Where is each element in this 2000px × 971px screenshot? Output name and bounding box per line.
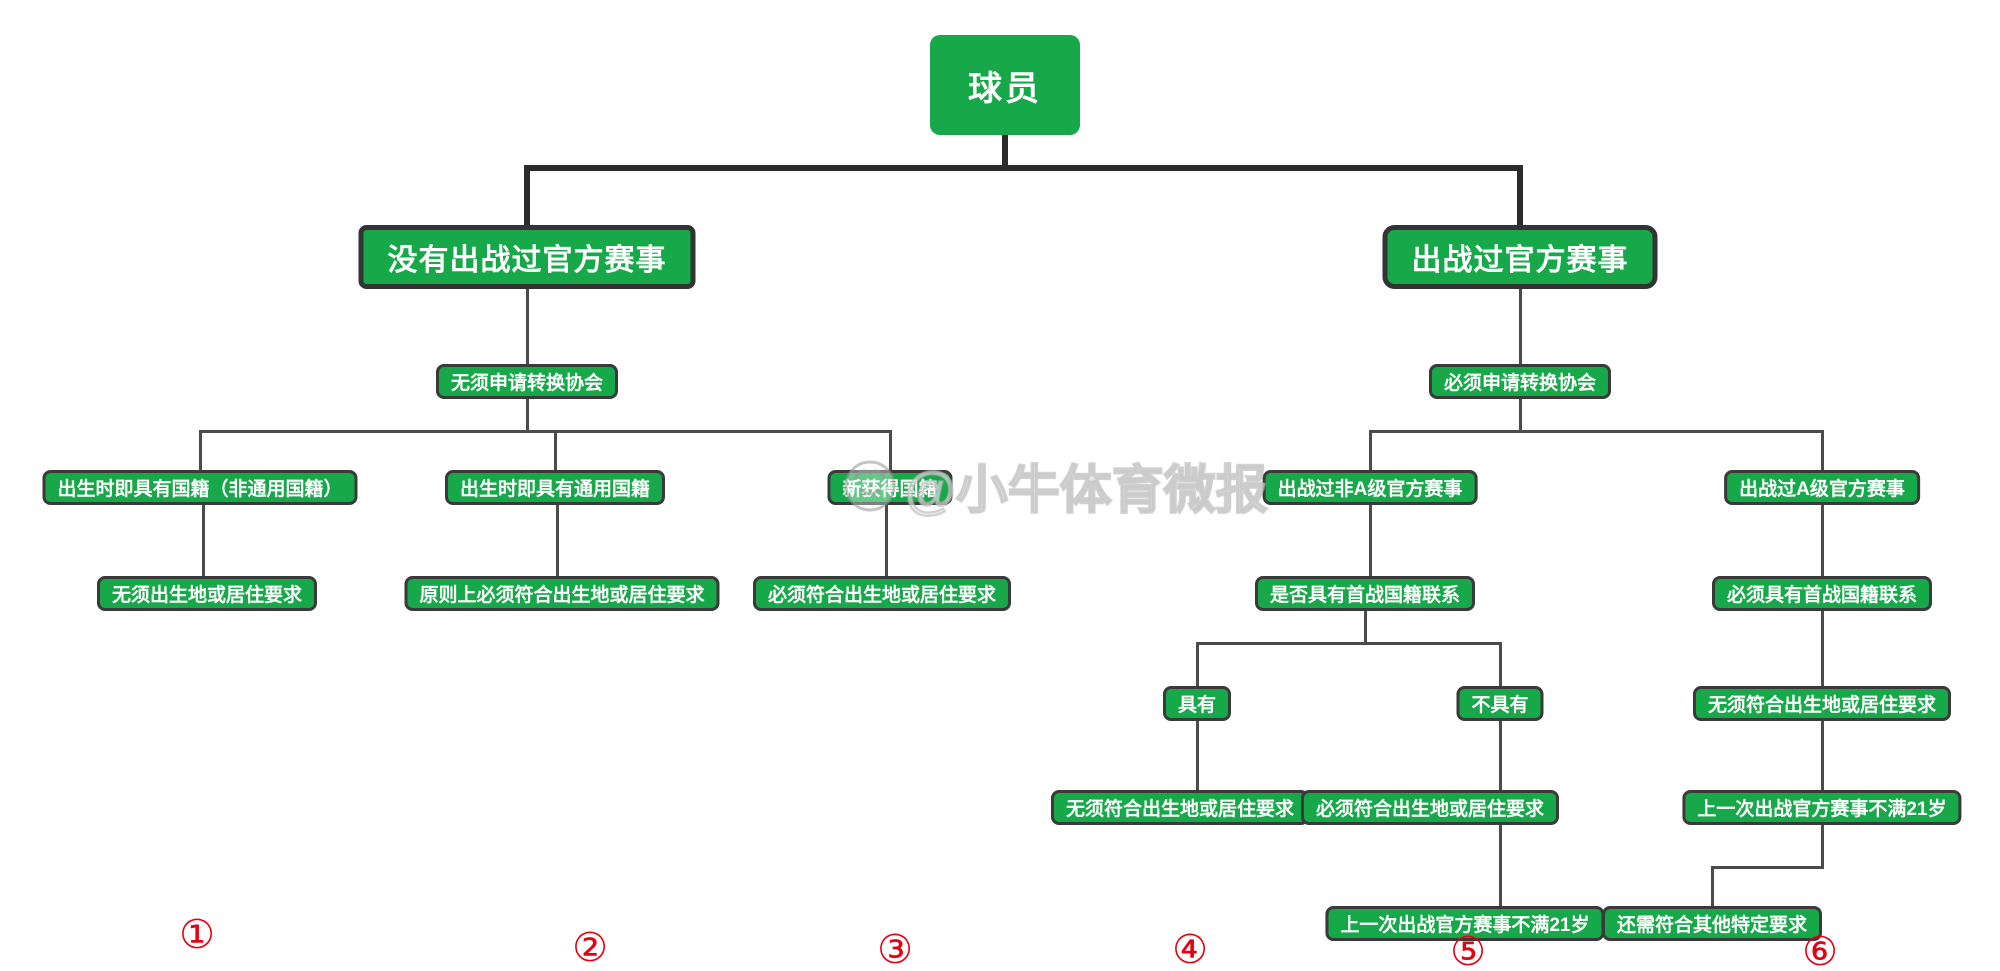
result-must-meet-birthplace-residency-requirement: 必须符合出生地或居住要求 xyxy=(752,576,1012,611)
step-no-association-change-needed: 无须申请转换协会 xyxy=(435,364,619,399)
footnote-5: ⑤ xyxy=(1450,929,1486,971)
connector-line xyxy=(1369,430,1823,433)
footnote-1: ① xyxy=(179,912,215,958)
connector-line xyxy=(1519,398,1522,432)
connector-line xyxy=(1499,642,1502,686)
connector-line xyxy=(1196,642,1502,645)
branch-header-played-official-matches: 出战过官方赛事 xyxy=(1382,225,1658,289)
step-association-change-required: 必须申请转换协会 xyxy=(1428,364,1612,399)
connector-line xyxy=(1499,720,1502,790)
footnote-6: ⑥ xyxy=(1802,929,1838,971)
connector-line xyxy=(1821,824,1824,868)
footnote-4: ④ xyxy=(1172,927,1208,971)
condition-played-non-a-level-matches: 出战过非A级官方赛事 xyxy=(1262,470,1478,505)
condition-newly-acquired-nationality: 新获得国籍 xyxy=(827,470,953,505)
condition-universal-nationality-at-birth: 出生时即具有通用国籍 xyxy=(444,470,666,505)
condition-last-official-match-under-21-no-link: 上一次出战官方赛事不满21岁 xyxy=(1325,906,1605,941)
watermark-handle: @小牛体育微报 xyxy=(904,461,1269,521)
connector-line xyxy=(889,430,892,470)
connector-line xyxy=(202,504,205,576)
connector-line xyxy=(1821,504,1824,576)
connector-line xyxy=(1364,610,1367,644)
footnote-2: ② xyxy=(572,925,608,971)
result-in-principle-must-meet-requirement: 原则上必须符合出生地或居住要求 xyxy=(404,576,720,611)
connector-line xyxy=(1711,866,1714,906)
footnote-3: ③ xyxy=(877,927,913,971)
result-no-birthplace-residency-requirement-has-link: 无须符合出生地或居住要求 xyxy=(1050,790,1310,825)
result-no-birthplace-residency-requirement: 无须出生地或居住要求 xyxy=(96,576,318,611)
connector-line xyxy=(1499,824,1502,906)
connector-line xyxy=(524,165,1523,171)
root-node-player: 球员 xyxy=(930,35,1080,135)
connector-line xyxy=(199,430,891,433)
connector-line xyxy=(1196,720,1199,790)
condition-played-a-level-matches: 出战过A级官方赛事 xyxy=(1724,470,1920,505)
connector-line xyxy=(1821,720,1824,790)
connector-line xyxy=(1369,430,1372,470)
connector-line xyxy=(1369,504,1372,576)
connector-line xyxy=(1821,610,1824,686)
connector-line xyxy=(1196,642,1199,686)
requirement-other-specific-requirements: 还需符合其他特定要求 xyxy=(1601,906,1823,941)
requirement-must-have-first-match-nationality-link: 必须具有首战国籍联系 xyxy=(1711,576,1933,611)
connector-line xyxy=(1002,133,1008,171)
condition-last-official-match-under-21-a-level: 上一次出战官方赛事不满21岁 xyxy=(1682,790,1962,825)
connector-line xyxy=(524,165,530,227)
branch-header-no-official-matches: 没有出战过官方赛事 xyxy=(358,225,696,289)
result-must-meet-birthplace-residency-requirement-no-link: 必须符合出生地或居住要求 xyxy=(1300,790,1560,825)
connector-line xyxy=(526,289,529,364)
result-no-birthplace-residency-requirement-a-level: 无须符合出生地或居住要求 xyxy=(1692,686,1952,721)
connector-line xyxy=(1519,289,1522,364)
answer-no-link: 不具有 xyxy=(1456,686,1544,721)
connector-line xyxy=(526,398,529,432)
connector-line xyxy=(556,504,559,576)
question-first-match-nationality-link: 是否具有首战国籍联系 xyxy=(1254,576,1476,611)
connector-line xyxy=(554,430,557,470)
connector-line xyxy=(199,430,202,470)
condition-nationality-at-birth-non-universal: 出生时即具有国籍（非通用国籍） xyxy=(42,470,358,505)
answer-has-link: 具有 xyxy=(1162,686,1232,721)
connector-line xyxy=(1711,866,1824,869)
connector-line xyxy=(1821,430,1824,470)
connector-line xyxy=(885,504,888,576)
connector-line xyxy=(1517,165,1523,227)
